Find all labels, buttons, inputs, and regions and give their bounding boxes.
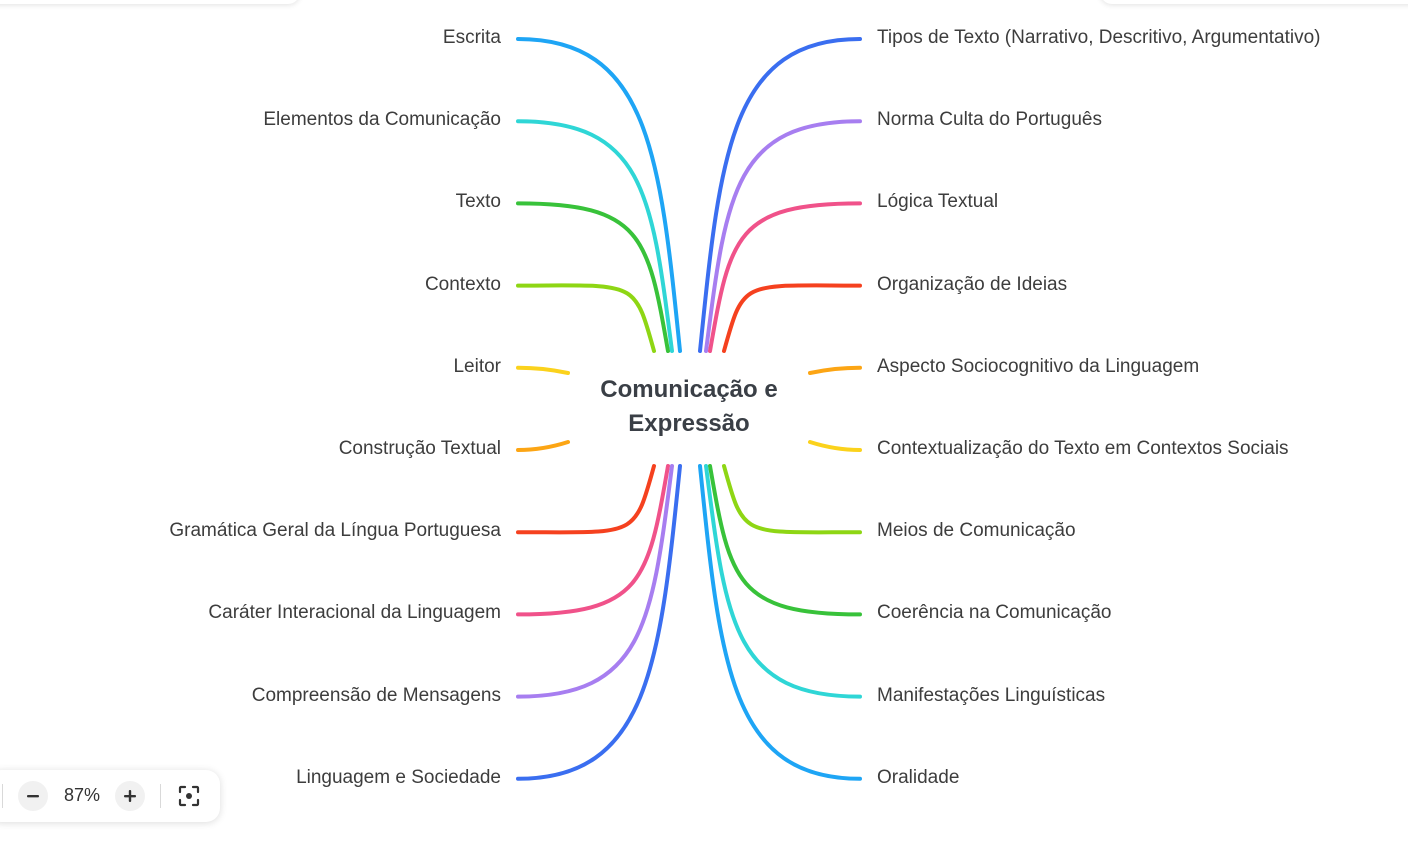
branch-connector-right-2 xyxy=(704,119,862,353)
topic-right-8[interactable]: Coerência na Comunicação xyxy=(877,602,1112,624)
topic-right-9[interactable]: Manifestações Linguísticas xyxy=(877,684,1106,706)
branch-connector-left-8 xyxy=(516,464,670,617)
root-topic[interactable]: Comunicação e Expressão xyxy=(600,376,778,437)
topic-right-1[interactable]: Tipos de Texto (Narrativo, Descritivo, A… xyxy=(877,27,1321,48)
topic-left-3[interactable]: Texto xyxy=(455,191,501,213)
topic-right-7[interactable]: Meios de Comunicação xyxy=(877,520,1076,542)
topic-left-7[interactable]: Gramática Geral da Língua Portuguesa xyxy=(169,520,501,542)
branch-connector-left-1 xyxy=(516,37,682,353)
top-left-panel xyxy=(0,0,300,4)
branch-connector-right-10 xyxy=(698,464,862,781)
branch-connector-left-9 xyxy=(516,464,674,699)
topic-right-5[interactable]: Aspecto Sociocognitivo da Linguagem xyxy=(877,355,1200,377)
branch-connector-right-3 xyxy=(708,201,862,353)
fit-to-screen-button[interactable] xyxy=(176,783,202,809)
top-right-panel xyxy=(1100,0,1408,4)
zoom-level: 87% xyxy=(63,785,101,805)
topic-left-9[interactable]: Compreensão de Mensagens xyxy=(251,684,501,706)
branch-connector-right-8 xyxy=(708,464,862,617)
branch-connector-left-6 xyxy=(516,440,570,452)
branch-connector-left-10 xyxy=(516,464,682,781)
branch-connector-left-5 xyxy=(516,365,570,375)
topic-left-6[interactable]: Construção Textual xyxy=(338,438,501,459)
branch-connector-left-4 xyxy=(516,283,656,353)
topic-right-6[interactable]: Contextualização do Texto em Contextos S… xyxy=(877,438,1289,459)
topic-right-10[interactable]: Oralidade xyxy=(877,766,960,788)
topic-right-2[interactable]: Norma Culta do Português xyxy=(877,109,1102,131)
fit-to-screen-icon xyxy=(178,785,200,807)
zoom-in-button[interactable] xyxy=(115,781,145,811)
topic-left-5[interactable]: Leitor xyxy=(453,355,501,377)
plus-icon xyxy=(124,790,136,802)
branch-connector-left-7 xyxy=(516,464,656,535)
topic-left-2[interactable]: Elementos da Comunicação xyxy=(263,109,501,131)
branch-connector-right-4 xyxy=(722,283,862,353)
topic-left-8[interactable]: Caráter Interacional da Linguagem xyxy=(208,602,501,624)
branch-connector-right-1 xyxy=(698,37,862,353)
zoom-toolbar: 87% xyxy=(0,770,220,822)
branch-connector-right-6 xyxy=(808,440,862,452)
minus-icon xyxy=(27,795,39,798)
topic-left-4[interactable]: Contexto xyxy=(424,273,501,295)
zoom-divider-right xyxy=(160,784,161,808)
topic-right-3[interactable]: Lógica Textual xyxy=(877,191,999,213)
zoom-out-button[interactable] xyxy=(18,781,48,811)
branch-connector-right-7 xyxy=(722,464,862,535)
zoom-divider-left xyxy=(2,784,3,808)
topic-left-1[interactable]: Escrita xyxy=(442,27,501,48)
branch-connector-right-9 xyxy=(704,464,862,699)
topic-right-4[interactable]: Organização de Ideias xyxy=(877,273,1068,295)
branch-connector-left-3 xyxy=(516,201,670,353)
branch-connector-left-2 xyxy=(516,119,674,353)
branch-connector-right-5 xyxy=(808,365,862,375)
topic-left-10[interactable]: Linguagem e Sociedade xyxy=(296,766,501,788)
